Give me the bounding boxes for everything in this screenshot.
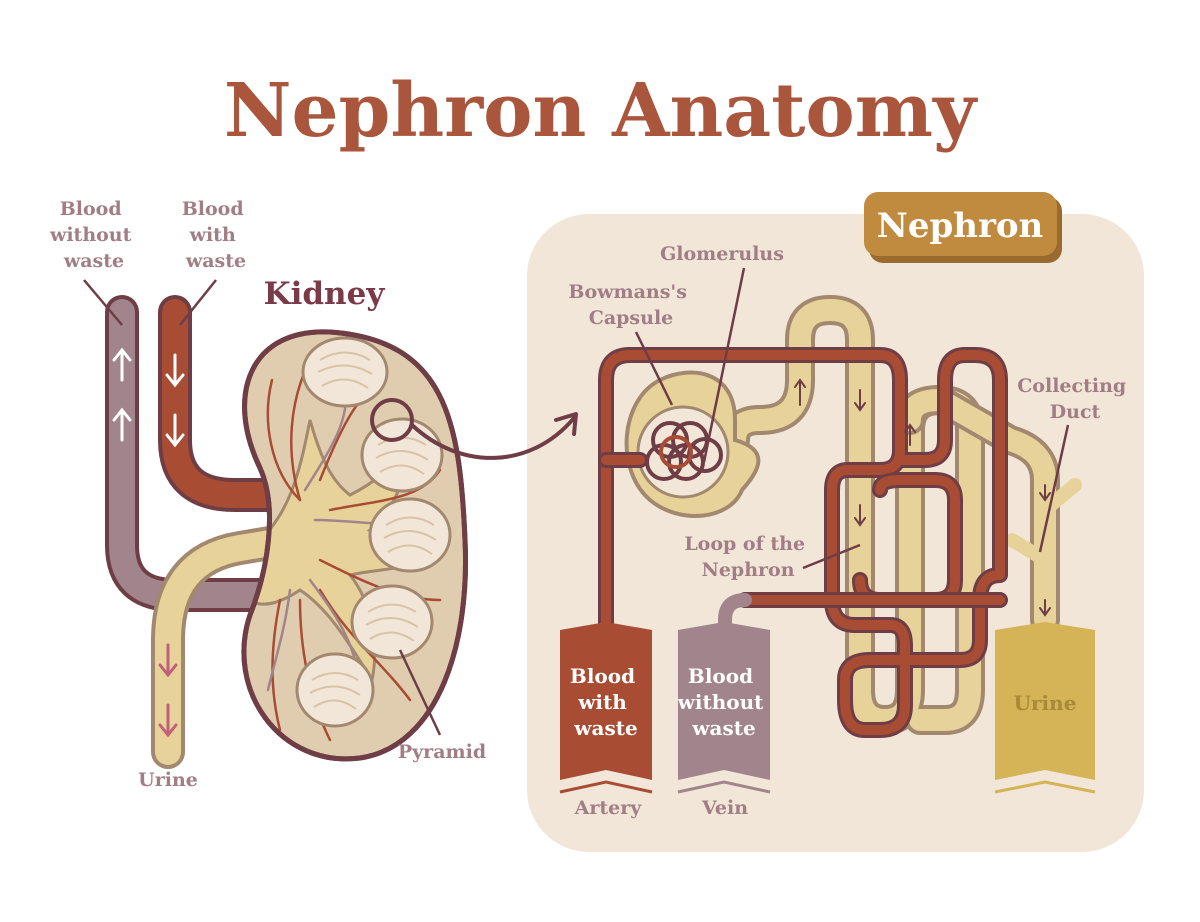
zoom-circle <box>370 398 414 442</box>
bowmans-capsule-label: Bowmans's Capsule <box>568 281 693 329</box>
blood-without-waste-label: Blood without waste <box>49 198 138 272</box>
vein-sign: Blood without waste <box>677 622 771 794</box>
collecting-duct-label: Collecting Duct <box>1017 375 1133 423</box>
glomerulus-label: Glomerulus <box>660 243 784 265</box>
urine-label: Urine <box>138 769 198 791</box>
page-title: Nephron Anatomy <box>224 68 978 154</box>
vein-up-arrows <box>112 347 132 442</box>
kidney <box>241 329 469 762</box>
urine-sign-label: Urine <box>1014 691 1077 715</box>
nephron-badge: Nephron <box>864 192 1062 263</box>
zoom-arrow <box>410 416 576 460</box>
nephron-badge-label: Nephron <box>877 206 1044 246</box>
artery-sign-label: Blood with waste <box>570 664 642 740</box>
kidney-section-label: Kidney <box>264 276 386 312</box>
glomerulus <box>645 421 723 481</box>
artery-sign: Blood with waste <box>559 622 653 794</box>
nephron-artery-vessels <box>598 347 1009 738</box>
pyramid-label: Pyramid <box>398 741 486 763</box>
nephron-tubule <box>720 295 1082 735</box>
nephron-vein-vessel <box>718 593 752 647</box>
ureter-down-arrows <box>158 643 178 738</box>
nephron-leaders <box>634 267 1070 570</box>
kidney-leaders <box>83 279 442 736</box>
urine-sign: Urine <box>994 622 1096 794</box>
tubule-flow-arrows <box>794 378 1051 617</box>
artery-label: Artery <box>574 797 643 819</box>
artery-down-arrows <box>165 353 185 448</box>
vein-label: Vein <box>701 797 748 819</box>
blood-with-waste-label: Blood with waste <box>182 198 251 272</box>
vein-sign-label: Blood without waste <box>677 664 771 740</box>
loop-of-nephron-label: Loop of the Nephron <box>684 533 811 581</box>
